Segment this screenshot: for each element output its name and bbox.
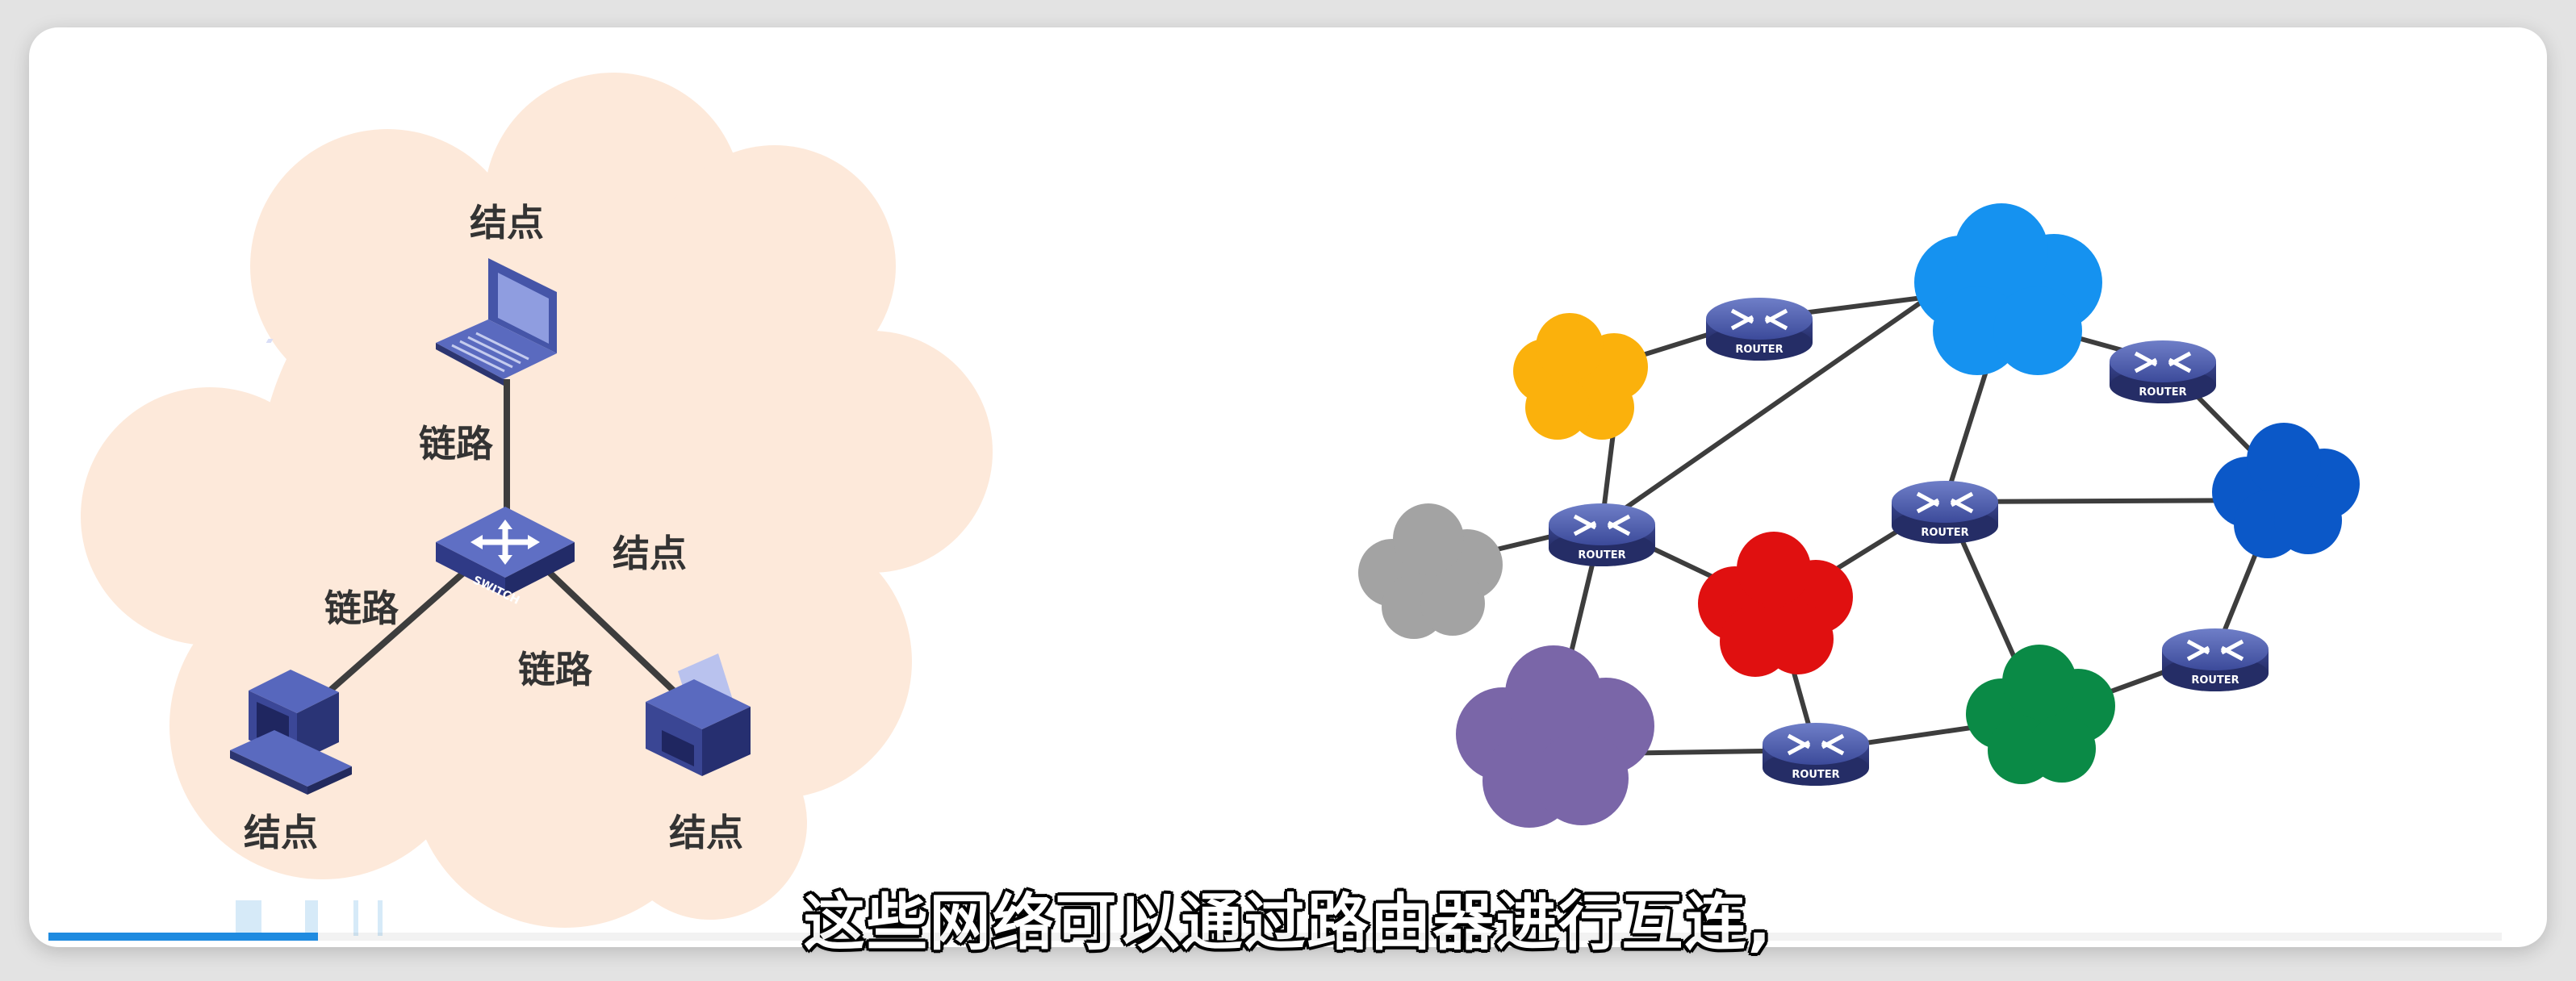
router-label: ROUTER	[1578, 549, 1625, 561]
switch-icon: SWITCH	[436, 507, 575, 607]
router-icon: ROUTER	[1706, 298, 1813, 361]
node-label-printer: 结点	[669, 811, 743, 854]
blue-cloud	[1914, 203, 2102, 375]
subtitle-caption: 这些网络可以通过路由器进行互连,	[803, 887, 1773, 958]
link-label-top: 链路	[419, 422, 494, 465]
router-label: ROUTER	[1792, 769, 1839, 781]
router-label: ROUTER	[1735, 344, 1783, 356]
red-cloud	[1698, 532, 1853, 677]
node-label-computer: 结点	[244, 811, 318, 854]
router-icon: ROUTER	[2162, 628, 2269, 691]
star-labels: 结点 链路 结点 链路 链路 结点 结点	[244, 201, 743, 854]
darkblue-cloud	[2212, 423, 2360, 558]
playback-progress-bar[interactable]	[48, 933, 2502, 941]
gray-cloud	[1358, 503, 1503, 639]
bottom-left-marks	[236, 900, 383, 936]
green-cloud	[1966, 645, 2115, 784]
printer-icon	[646, 653, 751, 776]
desktop-computer-icon	[230, 670, 352, 795]
link-label-left: 链路	[324, 587, 399, 630]
router-icon: ROUTER	[1763, 723, 1869, 786]
router-label: ROUTER	[1921, 527, 1968, 539]
router-label: ROUTER	[2139, 386, 2186, 399]
link-label-right: 链路	[518, 648, 593, 691]
node-label-top: 结点	[470, 201, 544, 244]
router-label: ROUTER	[2191, 674, 2239, 687]
laptop-icon	[266, 258, 557, 386]
router-icon: ROUTER	[1549, 503, 1655, 566]
star-links	[328, 379, 684, 701]
node-label-switch: 结点	[613, 532, 687, 575]
playback-progress-fill	[48, 933, 319, 941]
router-icon: ROUTER	[2110, 340, 2216, 403]
router-icon: ROUTER	[1892, 481, 1998, 544]
orange-cloud	[1513, 313, 1648, 440]
purple-cloud	[1456, 645, 1654, 828]
